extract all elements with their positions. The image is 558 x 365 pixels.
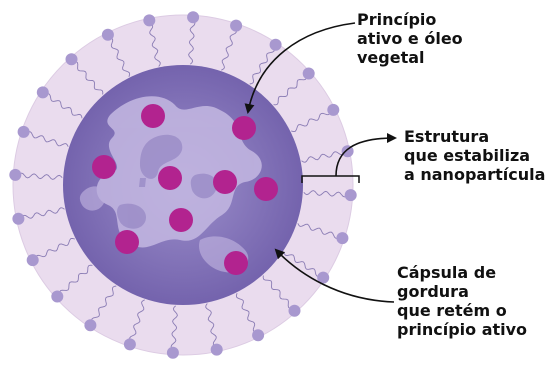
lipid-head xyxy=(345,189,357,201)
active-dot xyxy=(115,230,139,254)
active-dot xyxy=(232,116,256,140)
lipid-head xyxy=(102,29,114,41)
label-active-ingredient: Princípio ativo e óleo vegetal xyxy=(357,10,463,67)
active-dot xyxy=(141,104,165,128)
lipid-head xyxy=(84,319,96,331)
lipid-head xyxy=(187,11,199,23)
lipid-head xyxy=(211,344,223,356)
lipid-head xyxy=(289,305,301,317)
active-dot xyxy=(158,166,182,190)
lipid-head xyxy=(327,104,339,116)
lipid-head xyxy=(27,254,39,266)
active-dot xyxy=(224,251,248,275)
active-dot xyxy=(169,208,193,232)
active-dot xyxy=(213,170,237,194)
label-fat-capsule: Cápsula de gordura que retém o princípio… xyxy=(397,263,527,339)
lipid-head xyxy=(66,53,78,65)
lipid-head xyxy=(143,14,155,26)
active-dot xyxy=(254,177,278,201)
lipid-head xyxy=(12,213,24,225)
lipid-head xyxy=(303,68,315,80)
lipid-head xyxy=(9,169,21,181)
lipid-head xyxy=(336,232,348,244)
lipid-head xyxy=(51,291,63,303)
lipid-head xyxy=(252,329,264,341)
lipid-head xyxy=(270,39,282,51)
label-stabilizer-structure: Estrutura que estabiliza a nanopartícula xyxy=(404,127,545,184)
lipid-head xyxy=(230,20,242,32)
lipid-head xyxy=(124,338,136,350)
lipid-head xyxy=(18,126,30,138)
active-dot xyxy=(92,155,116,179)
lipid-head xyxy=(37,86,49,98)
lipid-head xyxy=(167,347,179,359)
